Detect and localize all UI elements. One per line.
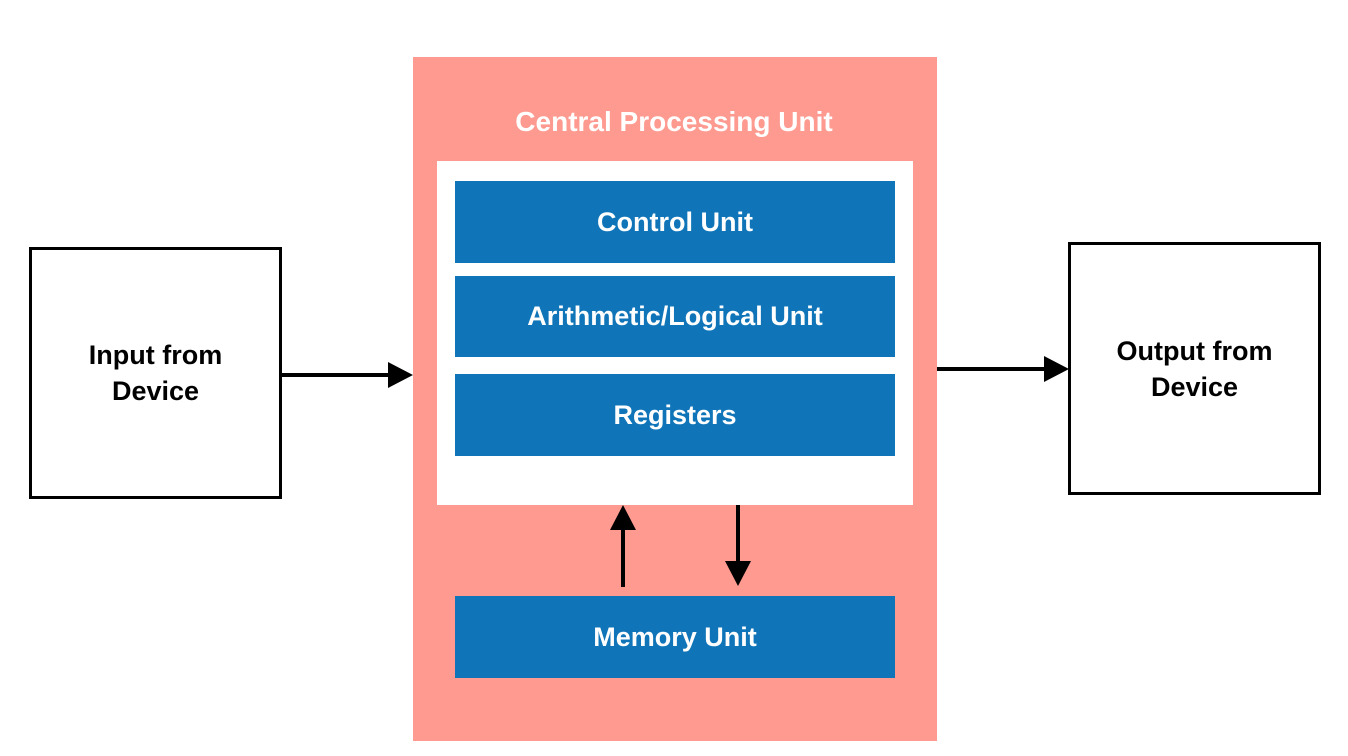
alu-label: Arithmetic/Logical Unit (527, 301, 823, 331)
alu-block: Arithmetic/Logical Unit (455, 276, 895, 357)
registers-label: Registers (613, 399, 737, 430)
memory-unit-label: Memory Unit (593, 621, 757, 652)
cpu-title: Central Processing Unit (515, 106, 833, 137)
memory-unit-block: Memory Unit (455, 596, 895, 678)
control-unit-block: Control Unit (455, 181, 895, 263)
registers-block: Registers (455, 374, 895, 456)
input-device-label: Input from Device (88, 340, 223, 406)
input-device-box: Input from Device (29, 247, 282, 499)
output-device-box: Output from Device (1068, 242, 1321, 495)
output-device-label: Output from Device (1116, 335, 1273, 402)
input-to-cpu-arrow (282, 362, 413, 388)
cpu-to-output-arrow (937, 356, 1069, 382)
control-unit-label: Control Unit (597, 206, 753, 237)
